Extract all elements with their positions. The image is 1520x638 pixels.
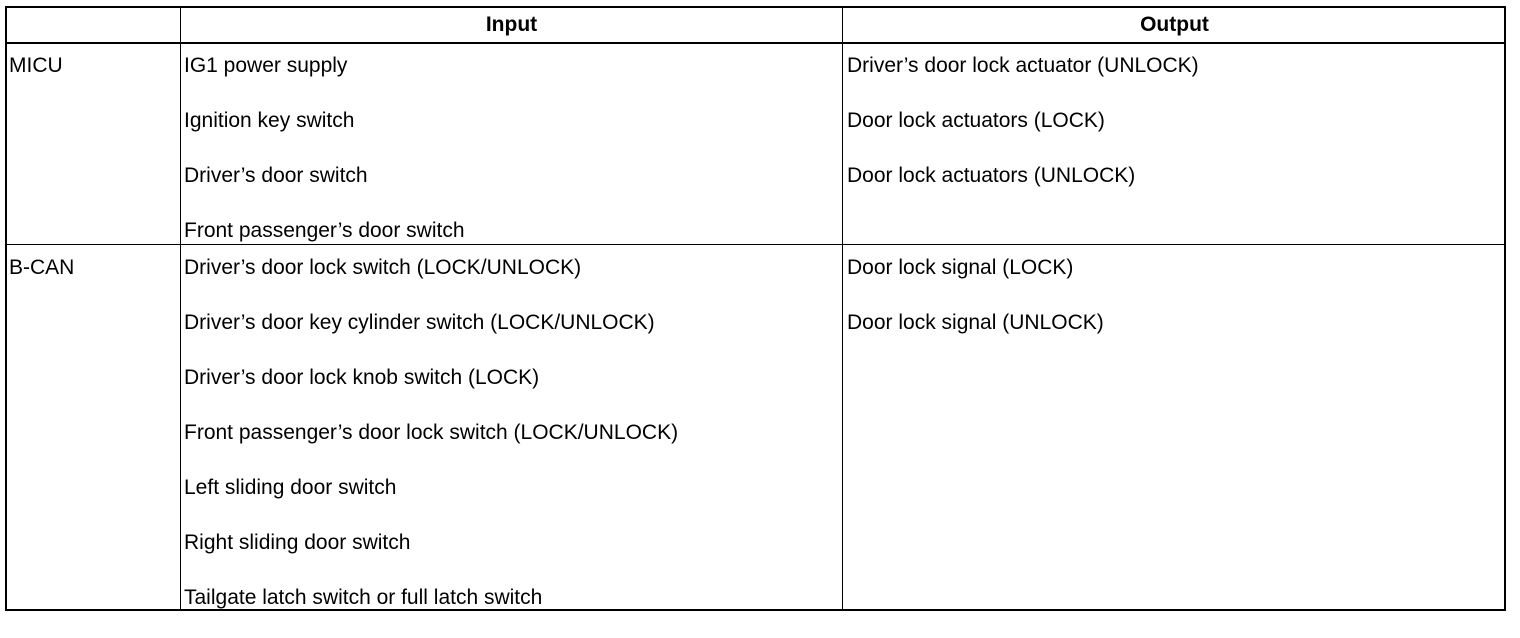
list-item: Driver’s door key cylinder switch (LOCK/…: [184, 311, 655, 334]
list-item: Left sliding door switch: [184, 476, 397, 499]
row-label: MICU: [9, 54, 63, 77]
list-item: Driver’s door lock switch (LOCK/UNLOCK): [184, 256, 582, 279]
column-divider-2: [842, 8, 843, 609]
list-item: Door lock actuators (UNLOCK): [847, 164, 1136, 187]
list-item: Tailgate latch switch or full latch swit…: [184, 586, 543, 609]
list-item: Ignition key switch: [184, 109, 355, 132]
row-divider: [7, 244, 1504, 245]
list-item: Right sliding door switch: [184, 531, 411, 554]
list-item: Front passenger’s door lock switch (LOCK…: [184, 421, 679, 444]
list-item: IG1 power supply: [184, 54, 348, 77]
list-item: Front passenger’s door switch: [184, 219, 465, 242]
micu-outputs: Driver’s door lock actuator (UNLOCK) Doo…: [847, 51, 1199, 216]
micu-inputs: IG1 power supply Ignition key switch Dri…: [184, 51, 465, 271]
list-item: Door lock signal (LOCK): [847, 256, 1074, 279]
row-label-micu: MICU: [9, 51, 63, 106]
header-corner: [7, 10, 180, 40]
column-divider-1: [180, 8, 181, 609]
row-label: B-CAN: [9, 256, 75, 279]
header-output: Output: [1140, 13, 1209, 36]
list-item: Driver’s door lock knob switch (LOCK): [184, 366, 540, 389]
list-item: Driver’s door switch: [184, 164, 368, 187]
header-input: Input: [485, 13, 538, 36]
bcan-outputs: Door lock signal (LOCK) Door lock signal…: [847, 253, 1104, 363]
list-item: Door lock signal (UNLOCK): [847, 311, 1104, 334]
list-item: Door lock actuators (LOCK): [847, 109, 1105, 132]
io-table: Input Output MICU IG1 power supply Ignit…: [5, 6, 1506, 611]
header-divider: [7, 42, 1504, 44]
row-label-bcan: B-CAN: [9, 253, 74, 308]
bcan-inputs: Driver’s door lock switch (LOCK/UNLOCK) …: [184, 253, 678, 638]
list-item: Driver’s door lock actuator (UNLOCK): [847, 54, 1199, 77]
